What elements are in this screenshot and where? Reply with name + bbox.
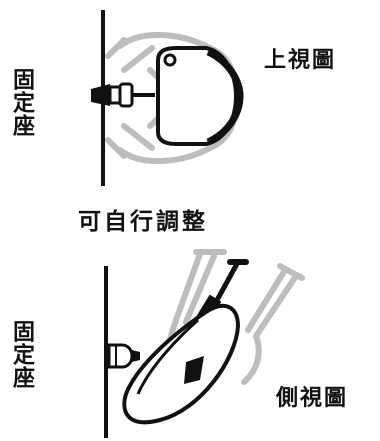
adjustable-caption: 可自行調整 [78,209,208,235]
fixed-mount-label-top: 固定座 [9,68,34,137]
side-view-mirror [122,303,241,425]
top-view-label: 上視圖 [264,48,337,73]
side-view-figure [104,249,305,438]
side-view-mount [107,343,140,369]
side-view-label: 側視圖 [276,386,349,411]
top-view-figure [91,10,244,186]
top-view-mount [91,82,155,108]
top-view-mirror [156,46,244,146]
fixed-mount-label-bottom: 固定座 [9,320,34,389]
